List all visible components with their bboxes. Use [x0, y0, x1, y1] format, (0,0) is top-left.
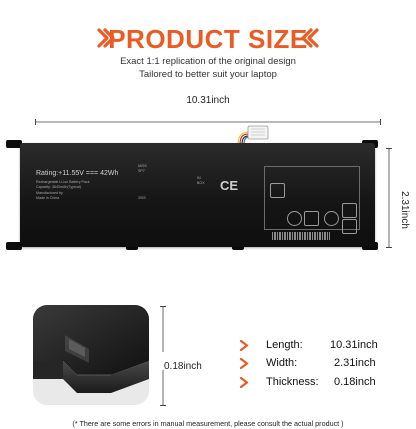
chevron-right-icon	[240, 358, 249, 369]
certification-icon	[270, 183, 285, 198]
ce-mark-icon: CE	[220, 178, 239, 193]
battery-mount-tab	[6, 242, 22, 250]
spec-key: Width:	[266, 357, 298, 369]
certification-icon	[342, 219, 357, 234]
chevron-right-icon	[240, 340, 249, 351]
battery-fine-print-right: IN BOX	[197, 176, 227, 187]
battery-fine-print-mid-lower: 3/SS	[138, 196, 208, 201]
width-dimension-line	[386, 148, 392, 248]
certification-icon	[342, 203, 357, 218]
battery-fine-print-left: Rechargeable Li-ion Battery Pack Capacit…	[36, 180, 128, 202]
fine-print-line: Rechargeable Li-ion Battery Pack	[36, 180, 90, 184]
measurement-disclaimer: (* There are some errors in manual measu…	[72, 419, 344, 428]
spec-key: Length:	[266, 339, 303, 351]
length-dimension-line	[35, 112, 381, 125]
thickness-dimension-line	[160, 306, 166, 406]
battery-edge-closeup-image	[33, 305, 149, 405]
spec-value: 10.31inch	[330, 339, 378, 351]
length-dimension-label: 10.31inch	[186, 95, 230, 106]
chevron-left-icon	[300, 28, 320, 48]
fine-print-line: IN	[197, 176, 201, 180]
battery-mount-tab	[6, 140, 22, 148]
fine-print-line: Manufactured by	[36, 190, 63, 195]
spec-value: 0.18inch	[334, 376, 376, 388]
battery-fine-print-mid: M/SS SP7	[138, 164, 178, 175]
battery-mount-tab	[232, 245, 244, 250]
recycle-icon	[287, 211, 302, 226]
fine-print-line: Capacity: 3640mAh(Typical)	[36, 185, 81, 190]
certification-icon	[304, 211, 319, 226]
certification-icon	[324, 211, 339, 226]
battery-rating-text: Rating:+11.55V === 42Wh	[36, 170, 119, 177]
battery-mount-tab	[126, 245, 138, 250]
spec-key: Thickness:	[266, 376, 319, 388]
fine-print-line: SP7	[138, 169, 145, 174]
subtitle-tailored: Tailored to better suit your laptop	[139, 69, 277, 80]
header: PRODUCT SIZE	[0, 22, 416, 58]
chevron-right-icon	[240, 377, 249, 388]
barcode-icon	[272, 232, 330, 240]
battery-connector-cable	[232, 121, 270, 145]
subtitle-replication: Exact 1:1 replication of the original de…	[120, 56, 296, 67]
thickness-dimension-label: 0.18inch	[164, 361, 202, 372]
page-title: PRODUCT SIZE	[108, 24, 308, 54]
fine-print-line: M/SS	[138, 164, 147, 168]
fine-print-line: BOX	[197, 181, 205, 186]
battery-certification-box	[264, 166, 360, 230]
chevron-right-icon	[96, 28, 116, 48]
spec-value: 2.31inch	[334, 357, 376, 369]
fine-print-line: Made in China	[36, 196, 60, 201]
fine-print-line: 3/SS	[138, 196, 146, 200]
width-dimension-label: 2.31inch	[399, 191, 410, 229]
